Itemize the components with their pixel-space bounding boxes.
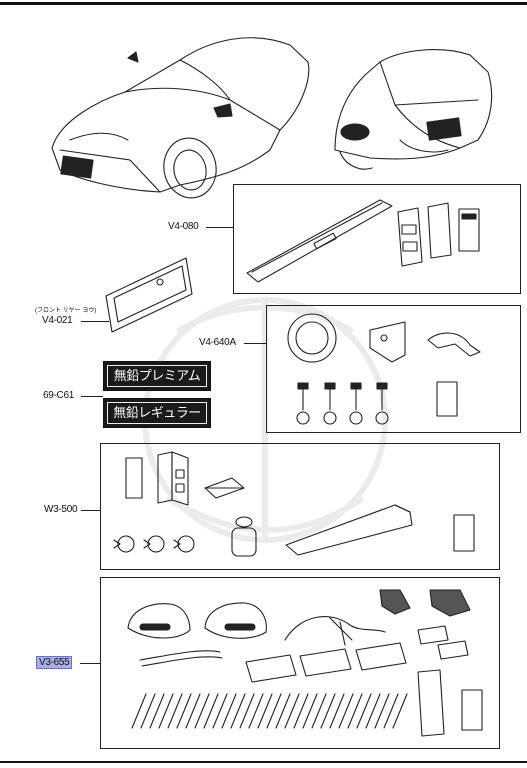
- group-box-v4-640a: [266, 305, 521, 433]
- bottom-rule: [0, 761, 527, 763]
- front-car-drawing: [51, 37, 310, 199]
- top-rule: [0, 2, 527, 5]
- bolt-set: [296, 382, 389, 425]
- callout-v4-640a[interactable]: V4-640A: [199, 337, 236, 348]
- rear-garnish-parts: [246, 199, 480, 283]
- fuel-label-regular-text: 無鉛レギュラー可: [107, 402, 207, 443]
- license-frame-part: [105, 257, 193, 333]
- leader-v4-640a: [244, 343, 266, 344]
- callout-v4-080[interactable]: V4-080: [168, 221, 199, 232]
- group-box-v3-655: [100, 577, 500, 749]
- leader-v3-655: [80, 663, 100, 664]
- fuel-label-regular: 無鉛レギュラー可: [103, 398, 211, 443]
- callout-v4-021[interactable]: V4-021: [42, 315, 73, 326]
- mirror-cover-parts: [127, 589, 483, 737]
- callout-69-c61[interactable]: 69-C61: [43, 390, 74, 401]
- leader-w3-500: [81, 510, 100, 511]
- leader-v4-080: [206, 227, 233, 228]
- group-box-v4-080: [233, 184, 521, 294]
- rear-car-drawing: [334, 49, 493, 170]
- callout-w3-500[interactable]: W3-500: [44, 504, 78, 515]
- leader-v4-021: [81, 321, 109, 322]
- leader-69-c61: [81, 396, 103, 397]
- tool-kit-parts: [113, 451, 475, 557]
- callout-v4-021-note: (フロント リヤー ヨウ): [35, 308, 97, 314]
- cable-tie-row: [131, 693, 408, 729]
- fuel-label-premium: 無鉛プレミアム: [103, 361, 211, 391]
- fuel-label-premium-text: 無鉛プレミアム: [107, 365, 207, 387]
- callout-v3-655-highlighted[interactable]: V3-655: [36, 656, 73, 669]
- group-box-w3-500: [100, 443, 500, 570]
- fuel-lid-parts: [287, 313, 481, 425]
